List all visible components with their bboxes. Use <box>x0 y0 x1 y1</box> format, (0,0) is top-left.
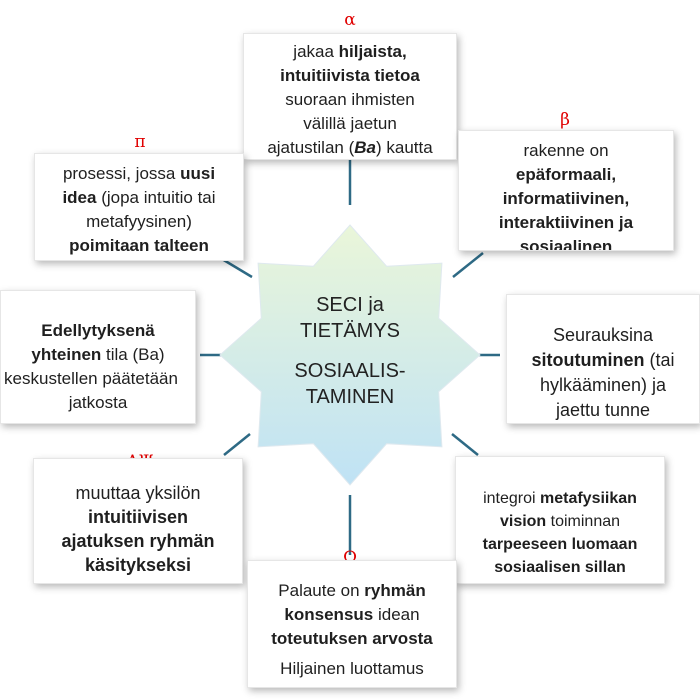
beta-line-5: sosiaalinen <box>519 237 613 251</box>
connector-beta <box>452 252 484 278</box>
omega-line-1: Palaute on ryhmän <box>278 581 426 600</box>
chi-line-1: Edellytyksenä <box>41 321 155 340</box>
beta-box: rakenne on epäformaali, informatiivinen,… <box>458 130 674 251</box>
omega-line-3: toteutuksen arvosta <box>271 629 433 648</box>
omega-line-4: Hiljainen luottamus <box>280 659 424 678</box>
tau-line-1: integroi metafysiikan <box>483 490 637 507</box>
chi-line-4: jatkosta <box>68 393 128 412</box>
pi-line-2: idea (jopa intuitio tai <box>62 188 216 207</box>
center-line-2: TIETÄMYS <box>299 320 400 342</box>
connector-deltapsi <box>223 433 251 456</box>
beta-line-1: rakenne on <box>523 141 609 160</box>
deltapsi-line-2: intuitiivisen <box>87 507 188 527</box>
alpha-box: jakaa hiljaista, intuitiivista tietoa su… <box>243 33 457 160</box>
deltapsi-line-1: muuttaa yksilön <box>75 483 201 503</box>
omega-box: Palaute on ryhmän konsensus idean toteut… <box>247 560 457 688</box>
chi-box: Edellytyksenä yhteinen tila (Ba) keskust… <box>0 290 196 424</box>
deltapsi-box: muuttaa yksilön intuitiivisen ajatuksen … <box>33 458 243 584</box>
beta-symbol: β <box>560 110 570 130</box>
alpha-line-4: välillä jaetun <box>303 114 397 133</box>
beta-line-4: interaktiivinen ja <box>498 213 634 232</box>
tau-line-2: vision toiminnan <box>499 513 621 530</box>
connector-tau <box>451 433 479 456</box>
phi-line-1: Seurauksina <box>552 325 654 345</box>
connector-pi <box>221 257 253 279</box>
beta-line-3: informatiivinen, <box>502 189 630 208</box>
omega-line-2: konsensus idean <box>284 605 420 624</box>
alpha-line-2: intuitiivista tietoa <box>280 66 420 85</box>
phi-line-3: hylkääminen) ja <box>539 375 667 395</box>
alpha-line-5: ajatustilan (Ba) kautta <box>267 138 433 157</box>
phi-line-4: jaettu tunne <box>555 400 651 420</box>
phi-box: Seurauksina sitoutuminen (tai hylkäämine… <box>506 294 700 424</box>
deltapsi-line-4: käsitykseksi <box>84 555 192 575</box>
center-line-1: SECI ja <box>316 294 384 316</box>
center-title: SECI ja TIETÄMYS SOSIAALIS- TAMINEN <box>270 292 430 410</box>
tau-line-4: sosiaalisen sillan <box>494 559 626 576</box>
pi-symbol: π <box>134 132 146 152</box>
pi-line-4: poimitaan talteen <box>69 236 209 255</box>
pi-box: prosessi, jossa uusi idea (jopa intuitio… <box>34 153 244 261</box>
beta-line-2: epäformaali, <box>515 165 617 184</box>
phi-line-2: sitoutuminen (tai <box>531 350 675 370</box>
alpha-symbol: α <box>344 10 356 30</box>
chi-line-3: keskustellen päätetään <box>4 369 178 388</box>
tau-line-3: tarpeeseen luomaan <box>482 536 638 553</box>
center-line-3: SOSIAALIS- <box>294 360 406 382</box>
pi-line-1: prosessi, jossa uusi <box>62 164 216 183</box>
pi-line-3: metafyysinen) <box>86 212 192 231</box>
tau-box: integroi metafysiikan vision toiminnan t… <box>455 456 665 584</box>
chi-line-2: yhteinen tila (Ba) <box>31 345 165 364</box>
alpha-line-1: jakaa hiljaista, <box>293 42 407 61</box>
center-line-4: TAMINEN <box>305 386 395 408</box>
deltapsi-line-3: ajatuksen ryhmän <box>61 531 215 551</box>
alpha-line-3: suoraan ihmisten <box>285 90 415 109</box>
